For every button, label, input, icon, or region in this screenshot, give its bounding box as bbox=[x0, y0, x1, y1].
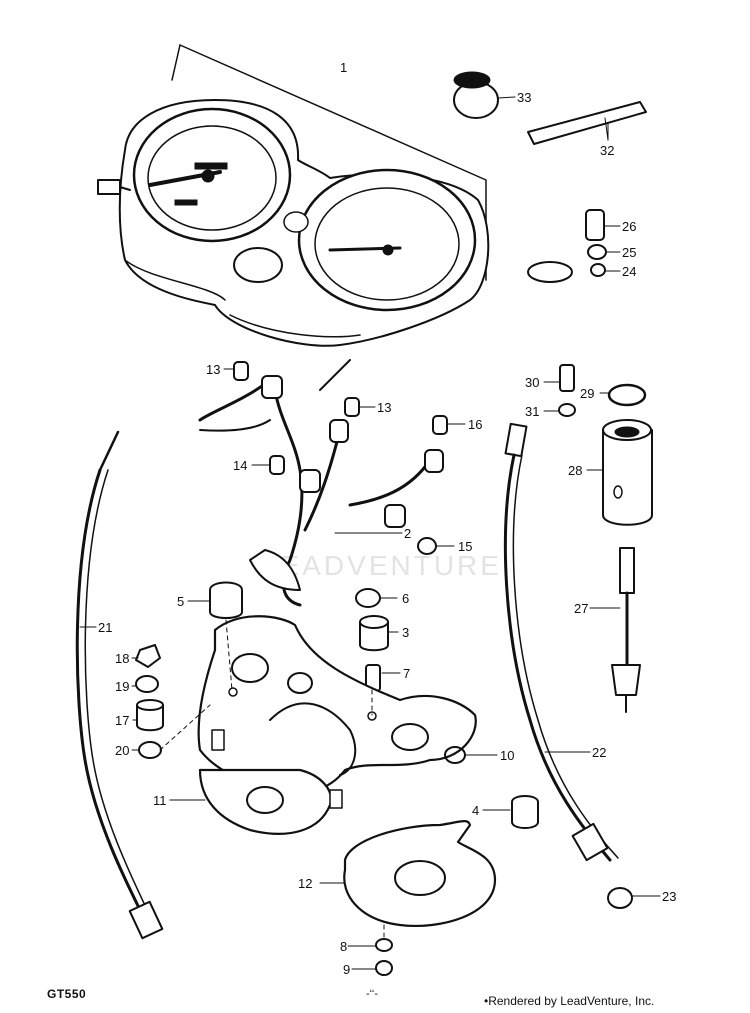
part-23-cap[interactable] bbox=[607, 887, 633, 909]
callout-32: 32 bbox=[600, 143, 614, 158]
callout-25: 25 bbox=[622, 245, 636, 260]
callout-28: 28 bbox=[568, 463, 582, 478]
part-32-bulb[interactable] bbox=[527, 101, 647, 145]
callout-19: 19 bbox=[115, 679, 129, 694]
callout-1: 1 bbox=[340, 60, 347, 75]
part-10-bracket-plate[interactable] bbox=[197, 615, 477, 795]
part-14-socket[interactable] bbox=[269, 455, 285, 475]
part-20-washer[interactable] bbox=[138, 741, 162, 759]
part-25-washer[interactable] bbox=[587, 244, 607, 260]
callout-31: 31 bbox=[525, 404, 539, 419]
callout-27: 27 bbox=[574, 601, 588, 616]
part-28-gear-housing[interactable] bbox=[602, 419, 653, 526]
callout-17: 17 bbox=[115, 713, 129, 728]
callout-12: 12 bbox=[298, 876, 312, 891]
leader-lines bbox=[79, 123, 661, 970]
part-33-grommet[interactable] bbox=[453, 71, 516, 119]
part-30-screw[interactable] bbox=[559, 364, 575, 392]
speedometer-gauge[interactable] bbox=[132, 107, 292, 243]
part-19-washer[interactable] bbox=[135, 675, 159, 693]
part-6-washer[interactable] bbox=[355, 588, 381, 608]
callout-33: 33 bbox=[517, 90, 531, 105]
callout-5: 5 bbox=[177, 594, 184, 609]
part-24-ring[interactable] bbox=[527, 261, 606, 283]
callout-21: 21 bbox=[98, 620, 112, 635]
part-13-socket[interactable] bbox=[233, 361, 249, 381]
part-9-nut[interactable] bbox=[375, 960, 393, 976]
part-4-cushion[interactable] bbox=[511, 795, 539, 829]
callout-11: 11 bbox=[153, 793, 167, 808]
callout-6: 6 bbox=[402, 591, 409, 606]
callout-9: 9 bbox=[343, 962, 350, 977]
part-27-drive-gear[interactable] bbox=[611, 547, 641, 713]
callout-8: 8 bbox=[340, 939, 347, 954]
callout-3: 3 bbox=[402, 625, 409, 640]
callout-15: 15 bbox=[458, 539, 472, 554]
callout-23: 23 bbox=[662, 889, 676, 904]
guide-lines bbox=[159, 619, 385, 941]
callout-18: 18 bbox=[115, 651, 129, 666]
part-26-screw[interactable] bbox=[585, 209, 613, 241]
part-17-cushion[interactable] bbox=[136, 699, 164, 732]
callout-30: 30 bbox=[525, 375, 539, 390]
callout-14: 14 bbox=[233, 458, 247, 473]
part-12-cover-plate[interactable] bbox=[343, 820, 497, 927]
part-11-lower-plate[interactable] bbox=[198, 729, 343, 835]
part-16-socket[interactable] bbox=[432, 415, 448, 435]
callout-26: 26 bbox=[622, 219, 636, 234]
render-credit: •Rendered by LeadVenture, Inc. bbox=[484, 994, 655, 1008]
part-5-cushion[interactable] bbox=[209, 581, 243, 619]
callout-7: 7 bbox=[403, 666, 410, 681]
part-2-wiring-harness[interactable] bbox=[198, 359, 444, 607]
part-21-speedometer-cable[interactable] bbox=[75, 430, 164, 940]
model-label: GT550 bbox=[47, 987, 87, 1001]
part-13-socket-upper[interactable] bbox=[344, 397, 360, 417]
part-3-damper[interactable] bbox=[359, 615, 389, 652]
callout-10: 10 bbox=[500, 748, 514, 763]
part-18-nut[interactable] bbox=[135, 644, 161, 668]
callout-13-upper: 13 bbox=[377, 400, 391, 415]
callout-20: 20 bbox=[115, 743, 129, 758]
callout-13-lower: 13 bbox=[206, 362, 220, 377]
callout-24: 24 bbox=[622, 264, 636, 279]
callout-22: 22 bbox=[592, 745, 606, 760]
callout-4: 4 bbox=[472, 803, 479, 818]
callout-2: 2 bbox=[404, 526, 411, 541]
part-29-o-ring[interactable] bbox=[607, 383, 647, 407]
indicator-lens bbox=[97, 179, 309, 283]
callout-29: 29 bbox=[580, 386, 594, 401]
page-mark: -‘‘- bbox=[366, 988, 379, 1000]
part-22-tachometer-cable[interactable] bbox=[503, 422, 619, 862]
callout-16: 16 bbox=[468, 417, 482, 432]
callout-labels: 1 2 3 4 5 6 7 8 9 10 11 12 13 13 14 15 1… bbox=[98, 60, 676, 977]
part-8-washer[interactable] bbox=[375, 938, 393, 952]
tachometer-gauge[interactable] bbox=[297, 168, 477, 312]
part-31-washer[interactable] bbox=[558, 403, 576, 417]
part-15-socket[interactable] bbox=[417, 537, 437, 555]
